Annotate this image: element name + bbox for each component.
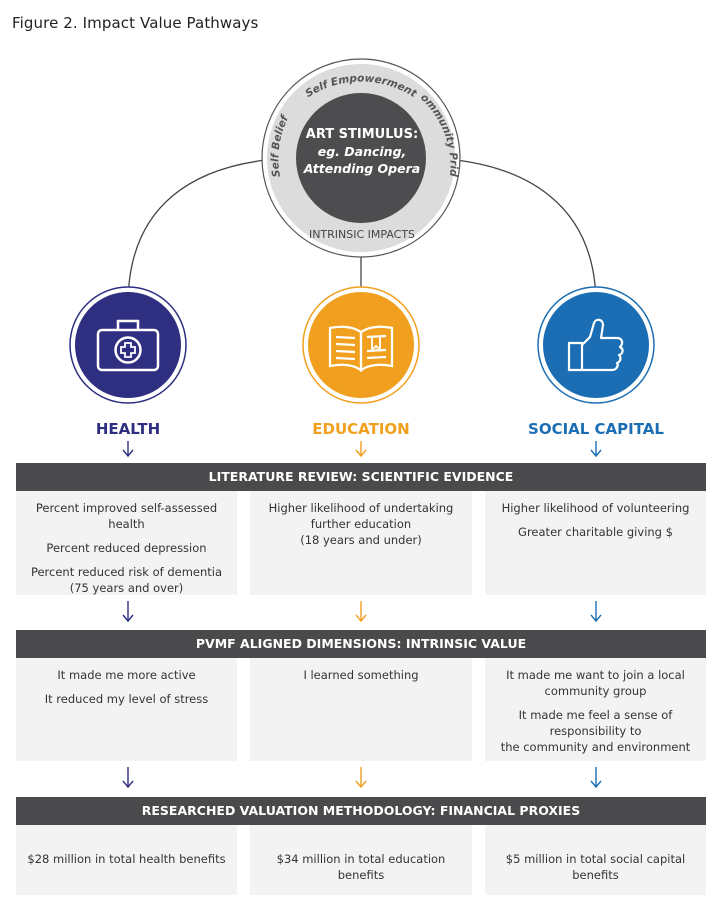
intrinsic-impacts-label: INTRINSIC IMPACTS	[308, 228, 416, 241]
literature-health-item: Percent improved self-assessed health	[35, 501, 218, 531]
connector-health	[127, 159, 267, 306]
valuation-social-value: $5 million in total social capital benef…	[505, 852, 686, 882]
open-book-icon	[328, 325, 394, 373]
band-literature-review: LITERATURE REVIEW: SCIENTIFIC EVIDENCE	[16, 463, 706, 491]
pvmf-health-item: It made me more active	[57, 668, 196, 682]
art-stimulus-title: ART STIMULUS:	[305, 127, 419, 142]
category-health-label: HEALTH	[95, 420, 161, 438]
art-stimulus-example-1: eg. Dancing,	[317, 144, 407, 159]
literature-social-item: Higher likelihood of volunteering	[501, 501, 690, 515]
pvmf-health-box: It made me more active It reduced my lev…	[16, 658, 237, 761]
literature-education-item: Higher likelihood of undertaking	[268, 501, 454, 515]
art-stimulus-text: ART STIMULUS: eg. Dancing, Attending Ope…	[295, 126, 429, 177]
category-education-label: EDUCATION	[312, 420, 410, 438]
valuation-social-box: $5 million in total social capital benef…	[485, 825, 706, 895]
pvmf-social-item: the community and environment	[500, 740, 691, 754]
band-pvmf-dimensions: PVMF ALIGNED DIMENSIONS: INTRINSIC VALUE	[16, 630, 706, 658]
valuation-education-box: $34 million in total education benefits	[250, 825, 472, 895]
pvmf-social-item: It made me want to join a local	[506, 668, 685, 682]
pvmf-social-item: It made me feel a sense of responsibilit…	[518, 708, 673, 738]
valuation-health-value: $28 million in total health benefits	[27, 852, 226, 866]
arrows-row-1	[122, 441, 602, 458]
literature-health-box: Percent improved self-assessed health Pe…	[16, 491, 237, 595]
art-stimulus-circle	[296, 93, 426, 223]
valuation-health-box: $28 million in total health benefits	[16, 825, 237, 895]
band-valuation-methodology: RESEARCHED VALUATION METHODOLOGY: FINANC…	[16, 797, 706, 825]
literature-health-item: (75 years and over)	[69, 581, 184, 595]
health-circle	[75, 292, 181, 398]
pvmf-education-item: I learned something	[303, 668, 419, 682]
literature-education-box: Higher likelihood of undertaking further…	[250, 491, 472, 595]
pvmf-social-item: community group	[544, 684, 647, 698]
medical-kit-icon	[96, 319, 160, 372]
pvmf-social-box: It made me want to join a local communit…	[485, 658, 706, 761]
category-social-capital-label: SOCIAL CAPITAL	[528, 420, 664, 438]
thumbs-up-icon	[567, 318, 624, 372]
literature-social-box: Higher likelihood of volunteering Greate…	[485, 491, 706, 595]
pvmf-education-box: I learned something	[250, 658, 472, 761]
literature-health-item: Percent reduced depression	[46, 541, 207, 555]
valuation-education-value: $34 million in total education benefits	[276, 852, 446, 882]
social-circle	[543, 292, 649, 398]
literature-education-item: further education	[310, 517, 412, 531]
literature-social-item: Greater charitable giving $	[518, 525, 673, 539]
literature-health-item: Percent reduced risk of dementia	[30, 565, 223, 579]
arrows-row-2	[122, 601, 602, 623]
art-stimulus-example-2: Attending Opera	[303, 161, 421, 176]
arrows-row-3	[122, 767, 602, 789]
pvmf-health-item: It reduced my level of stress	[44, 692, 209, 706]
literature-education-item: (18 years and under)	[300, 533, 422, 547]
figure-title: Figure 2. Impact Value Pathways	[12, 14, 259, 32]
connector-social	[455, 159, 597, 306]
